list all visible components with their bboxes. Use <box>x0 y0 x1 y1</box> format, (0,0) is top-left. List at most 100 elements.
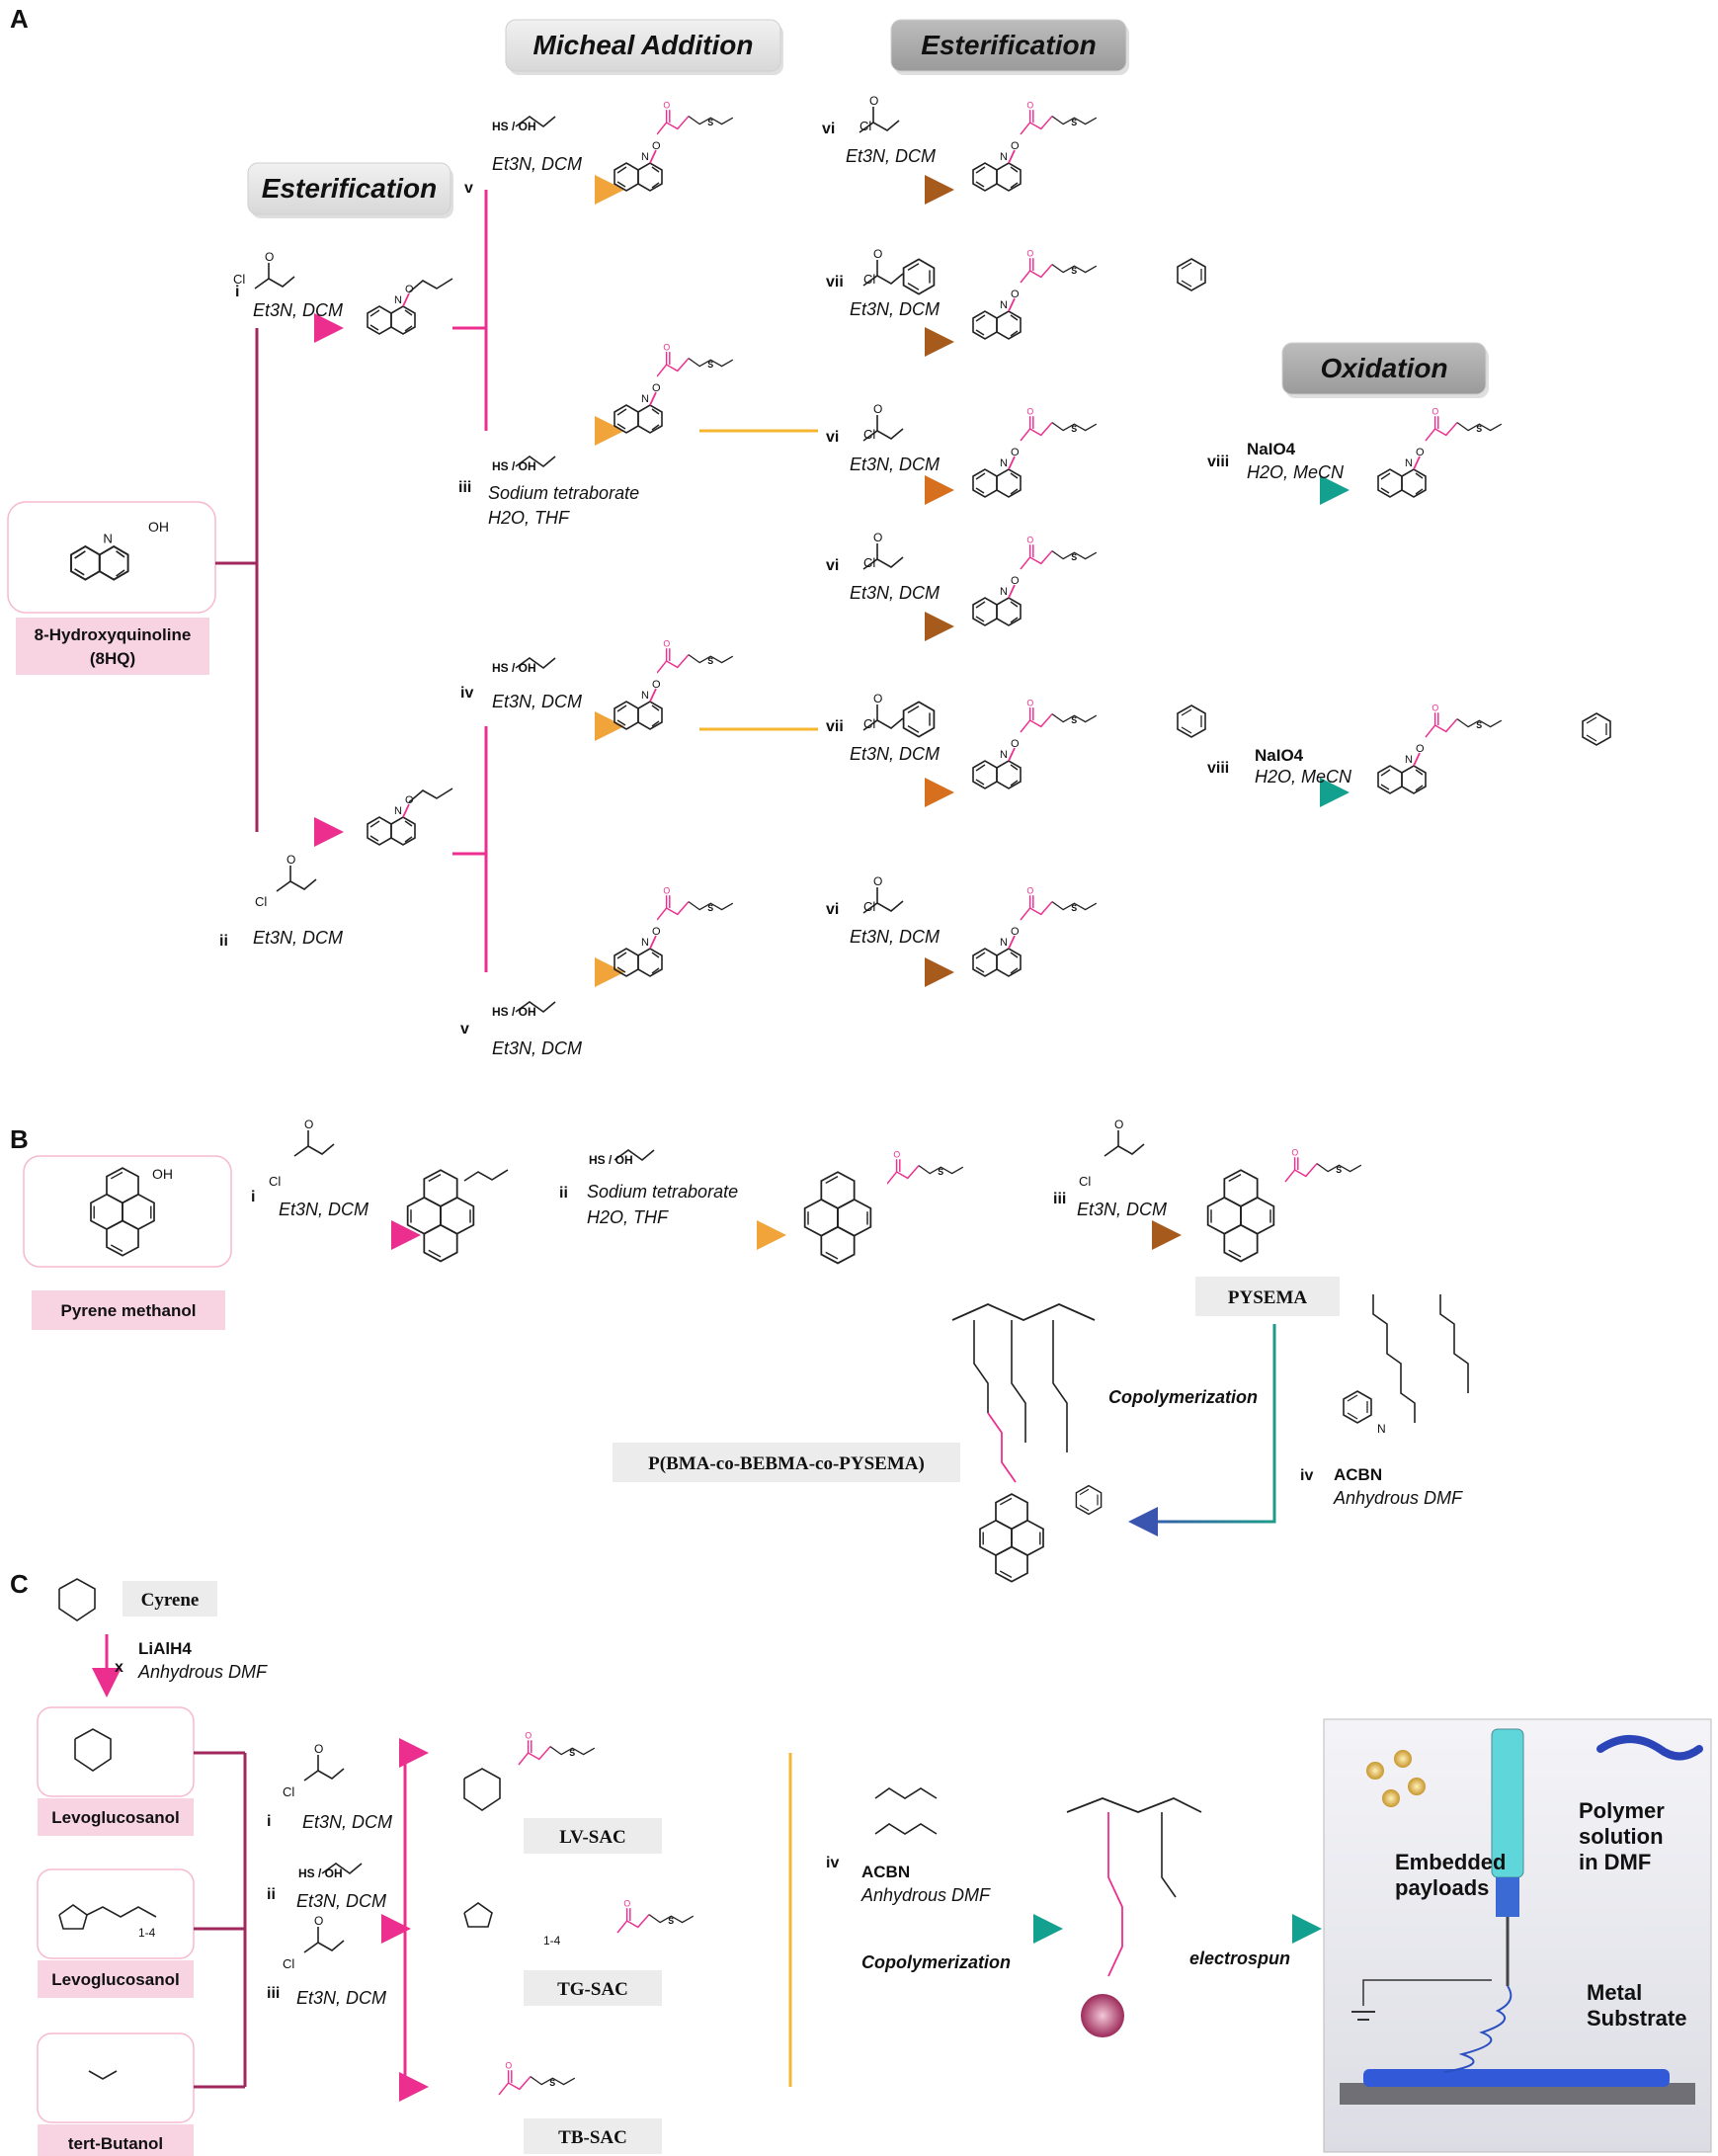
product-ox-1-o: O <box>1416 447 1425 458</box>
product-es-1-chain <box>1020 247 1098 284</box>
int-methacrylate-o: O <box>405 794 414 806</box>
step-b-i-num: i <box>251 1189 255 1205</box>
product-es-3-o: O <box>1011 575 1020 587</box>
product-ma-1-chain <box>657 99 734 135</box>
step-i-num: i <box>235 284 239 300</box>
step-b-i-conditions: Et3N, DCM <box>279 1200 368 1219</box>
step-es-0-conditions: Et3N, DCM <box>846 146 936 166</box>
reagent-b-iii-o: O <box>1114 1118 1123 1131</box>
polymer-benzotriazole <box>1075 1484 1103 1516</box>
step-iii-conditions: Sodium tetraborate <box>488 483 639 503</box>
polymer-arm-1-pink <box>987 1412 1017 1483</box>
step-i-conditions: Et3N, DCM <box>253 300 343 320</box>
peg-chain <box>86 1906 157 1918</box>
product-ma-4-chain <box>657 884 734 921</box>
int-acrylate-quinoline <box>367 293 416 335</box>
reagent-c-ii-hs: HS / OH <box>298 1866 343 1880</box>
product-ox-1-chain <box>1425 405 1503 442</box>
reagent-c-iii-skeleton <box>303 1940 345 1953</box>
reagent-b-ii-hs: HS / OH <box>589 1153 633 1167</box>
reagent-es-5-cl: Cl <box>863 899 875 914</box>
int-acrylate-chain <box>408 278 453 293</box>
start-c-label-2-box <box>38 2124 194 2156</box>
header-esterification-top-box <box>890 19 1127 72</box>
step-x-reagent: LiAlH4 <box>138 1639 192 1658</box>
polymer-c-backbone <box>1066 1797 1202 1813</box>
start-c-frame-2 <box>37 2032 195 2123</box>
reagent-iii-skeleton <box>515 456 556 468</box>
header-oxidation: Oxidation <box>1320 353 1447 383</box>
tbutanol-skeleton <box>88 2070 118 2080</box>
step-c-ii-num: ii <box>267 1886 276 1903</box>
reagent-iv-skeleton <box>515 657 556 670</box>
reagent-b-i-o: O <box>304 1118 313 1131</box>
reagent-c-iii-o: O <box>314 1914 323 1928</box>
step-b-iii-num: iii <box>1053 1191 1066 1207</box>
reagent-i-cl: Cl <box>233 272 245 287</box>
repeat-unit-c: 1-4 <box>138 1926 156 1940</box>
reagent-es-2-o: O <box>873 402 882 416</box>
reagent-iv-hs: HS / OH <box>492 661 536 675</box>
product-ma-4-quinoline <box>614 936 663 977</box>
step-b-ii-num: ii <box>559 1185 568 1202</box>
start-8hq-label-line2: (8HQ) <box>90 649 135 668</box>
header-micheal-addition: Micheal Addition <box>533 30 754 60</box>
reagent-es-0-skeleton <box>859 120 900 133</box>
reagent-es-0-cl: Cl <box>859 119 871 133</box>
start-8hq-frame <box>7 501 216 614</box>
reagent-v-bottom-hs: HS / OH <box>492 1005 536 1019</box>
product-es-4-quinoline <box>972 748 1022 789</box>
step-viii-1-reagent: NaIO4 <box>1247 440 1296 458</box>
reagent-iii-hs: HS / OH <box>492 459 536 473</box>
polymer-strand <box>1596 1735 1703 1761</box>
photo-metal-line1: Metal <box>1587 1980 1642 2005</box>
reagent-i-skeleton <box>254 276 295 290</box>
reagent-i-o: O <box>265 250 274 264</box>
step-viii-1-conditions: H2O, MeCN <box>1247 462 1345 482</box>
product-es-4-o-link <box>1008 747 1016 762</box>
polymer-backbone <box>951 1303 1096 1321</box>
step-c-iv-conditions: Anhydrous DMF <box>860 1885 991 1905</box>
step-c-iii-conditions: Et3N, DCM <box>296 1988 386 2008</box>
cyrene-label: Cyrene <box>141 1590 200 1611</box>
header-esterification-left-box <box>247 162 451 215</box>
pyrene-acrylate-chain <box>463 1169 509 1182</box>
product-ma-3-o: O <box>652 679 661 691</box>
step-iii-num: iii <box>458 479 471 496</box>
step-v-top-num: v <box>464 180 473 197</box>
start-c-label-0: Levoglucosanol <box>51 1808 179 1827</box>
step-es-4-num: vii <box>826 718 844 735</box>
start-pyrene-label: Pyrene methanol <box>61 1301 197 1320</box>
tb-sac-label-box <box>524 2118 662 2154</box>
product-es-3-chain <box>1020 534 1098 570</box>
metal-substrate-plate <box>1340 2083 1695 2105</box>
start-8hq-label-box <box>16 618 209 675</box>
product-es-3-o-link <box>1008 584 1016 599</box>
product-ma-3-chain <box>657 637 734 674</box>
step-es-1-num: vii <box>826 274 844 290</box>
lv-sac-label: LV-SAC <box>559 1827 626 1848</box>
polymer-arm-1 <box>973 1320 989 1413</box>
bma-chain <box>1439 1294 1469 1393</box>
start-c-label-0-box <box>38 1798 194 1836</box>
levoglucosanol-ring <box>74 1728 112 1772</box>
tb-sac-chain <box>498 2059 576 2096</box>
start-pyrene-frame <box>23 1155 232 1268</box>
product-es-5-o: O <box>1011 926 1020 938</box>
reagent-c-i-o: O <box>314 1742 323 1756</box>
reagent-es-3-cl: Cl <box>863 555 875 570</box>
start-8hq-label-line1: 8-Hydroxyquinoline <box>35 625 192 644</box>
product-ox-1-o-link <box>1413 456 1421 470</box>
step-viii-2-num: viii <box>1207 760 1229 777</box>
product-ma-4-o-link <box>649 935 657 950</box>
electrospun-label: electrospun <box>1189 1949 1290 1968</box>
product-ma-3-o-link <box>649 688 657 703</box>
reagent-es-5-o: O <box>873 874 882 888</box>
step-v-bottom-conditions: Et3N, DCM <box>492 1038 582 1058</box>
copolymerization-c: Copolymerization <box>861 1952 1011 1972</box>
reagent-c-i-cl: Cl <box>283 1784 294 1799</box>
polymer-arm-3 <box>1052 1320 1068 1452</box>
step-c-i-conditions: Et3N, DCM <box>302 1812 392 1832</box>
lv-sac-chain <box>518 1729 596 1766</box>
